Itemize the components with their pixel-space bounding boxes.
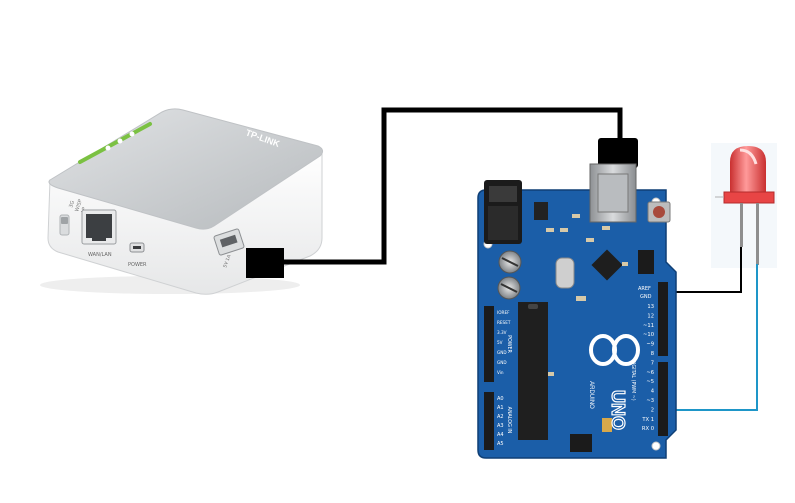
power-pin-label: GND — [497, 360, 507, 365]
digital-pin-header[interactable] — [658, 282, 668, 436]
router-top-face — [48, 108, 324, 230]
arduino-uno-board: UNO ARDUINO 13 12 ~11 ~10 ~9 8 7 ~6 ~5 4 ~3 2 TX 1 RX… — [477, 163, 677, 459]
digital-pin-label: ~9 — [646, 342, 654, 348]
electrolytic-capacitors — [497, 250, 522, 300]
digital-pin-label: 7 — [651, 360, 654, 366]
crystal-oscillator — [555, 257, 575, 289]
power-pin-label: IOREF — [497, 310, 510, 315]
aref-label: AREF — [638, 286, 651, 292]
led-dome — [730, 146, 766, 192]
power-pin-label: Vin — [497, 370, 504, 375]
power-pin-label: 5V — [497, 340, 503, 345]
signal-wire-pin-2 — [662, 264, 758, 411]
analog-pin-label: A4 — [497, 432, 504, 438]
digital-pin-labels: 13 12 ~11 ~10 ~9 8 7 ~6 ~5 4 ~3 2 TX 1 RX 0 — [641, 304, 654, 432]
smd-components — [546, 214, 628, 376]
digital-pin-label: 4 — [651, 389, 655, 395]
power-pin-label: RESET — [497, 320, 511, 325]
mode-label-wisp: WISP — [74, 199, 84, 213]
red-led — [711, 143, 777, 268]
smd-cap-bottom — [602, 418, 612, 432]
power-pin-label: GND — [497, 350, 507, 355]
router-status-leds — [78, 122, 152, 164]
reset-button[interactable] — [647, 201, 671, 223]
arduino-brand-text: ARDUINO — [588, 381, 594, 409]
digital-pin-label: ~3 — [646, 398, 654, 404]
mounting-hole — [651, 441, 661, 451]
wan-lan-port[interactable] — [81, 209, 117, 245]
gnd-pin-label: GND — [640, 294, 652, 300]
digital-pin-label: ~11 — [643, 323, 654, 329]
analog-pin-label: A3 — [497, 423, 504, 429]
digital-pin-label: ~10 — [643, 332, 654, 338]
led-highlight — [739, 148, 758, 165]
digital-pin-label: ~5 — [646, 379, 654, 385]
arduino-usb-connector[interactable] — [589, 163, 637, 223]
usb-plug-router-end — [246, 248, 284, 278]
analog-pin-label: A5 — [497, 441, 504, 447]
digital-section-label: DIGITAL (PWM ~) — [630, 359, 636, 400]
power-pin-label: 3.3V — [497, 330, 507, 335]
digital-pin-label: ~6 — [646, 370, 654, 376]
digital-pin-label: RX 0 — [642, 426, 654, 432]
mode-switch[interactable] — [59, 214, 70, 236]
analog-pin-label: A1 — [497, 405, 504, 411]
uno-logo-text: UNO — [608, 390, 628, 430]
usb-cable — [246, 107, 638, 278]
gnd-wire — [662, 247, 742, 293]
router-usb-port[interactable] — [213, 228, 245, 256]
atmega-microcontroller — [518, 302, 548, 440]
analog-section-label: ANALOG IN — [506, 407, 512, 434]
power-port[interactable] — [129, 242, 145, 253]
voltage-regulator — [534, 202, 548, 220]
mode-label-3g: 3G — [68, 200, 76, 209]
led-rim — [723, 191, 775, 204]
power-section-label: POWER — [506, 335, 512, 353]
digital-pin-label: 2 — [651, 407, 654, 413]
arduino-infinity-logo — [589, 334, 640, 366]
digital-pin-label: 13 — [647, 304, 654, 310]
digital-pin-label: 12 — [647, 313, 654, 319]
power-analog-header[interactable] — [484, 306, 494, 450]
power-label: POWER — [128, 262, 147, 268]
wan-lan-label: WAN/LAN — [88, 252, 112, 258]
led-anode-leg — [756, 203, 759, 265]
usb-plug-arduino-end — [598, 138, 638, 168]
analog-pin-label: A0 — [497, 396, 504, 402]
usb-cable-wire — [282, 107, 623, 265]
dc-power-jack[interactable] — [484, 180, 522, 244]
icsp-header-bottom — [570, 434, 592, 452]
digital-pin-label: 8 — [651, 351, 654, 357]
icsp-header-top — [638, 250, 654, 274]
power-pin-labels: IOREF RESET 3.3V 5V GND GND Vin — [497, 310, 511, 375]
usb-port-label: 5V 1A — [222, 253, 233, 268]
digital-pin-label: TX 1 — [641, 417, 654, 423]
analog-pin-label: A2 — [497, 414, 504, 420]
led-cathode-leg — [740, 203, 743, 247]
